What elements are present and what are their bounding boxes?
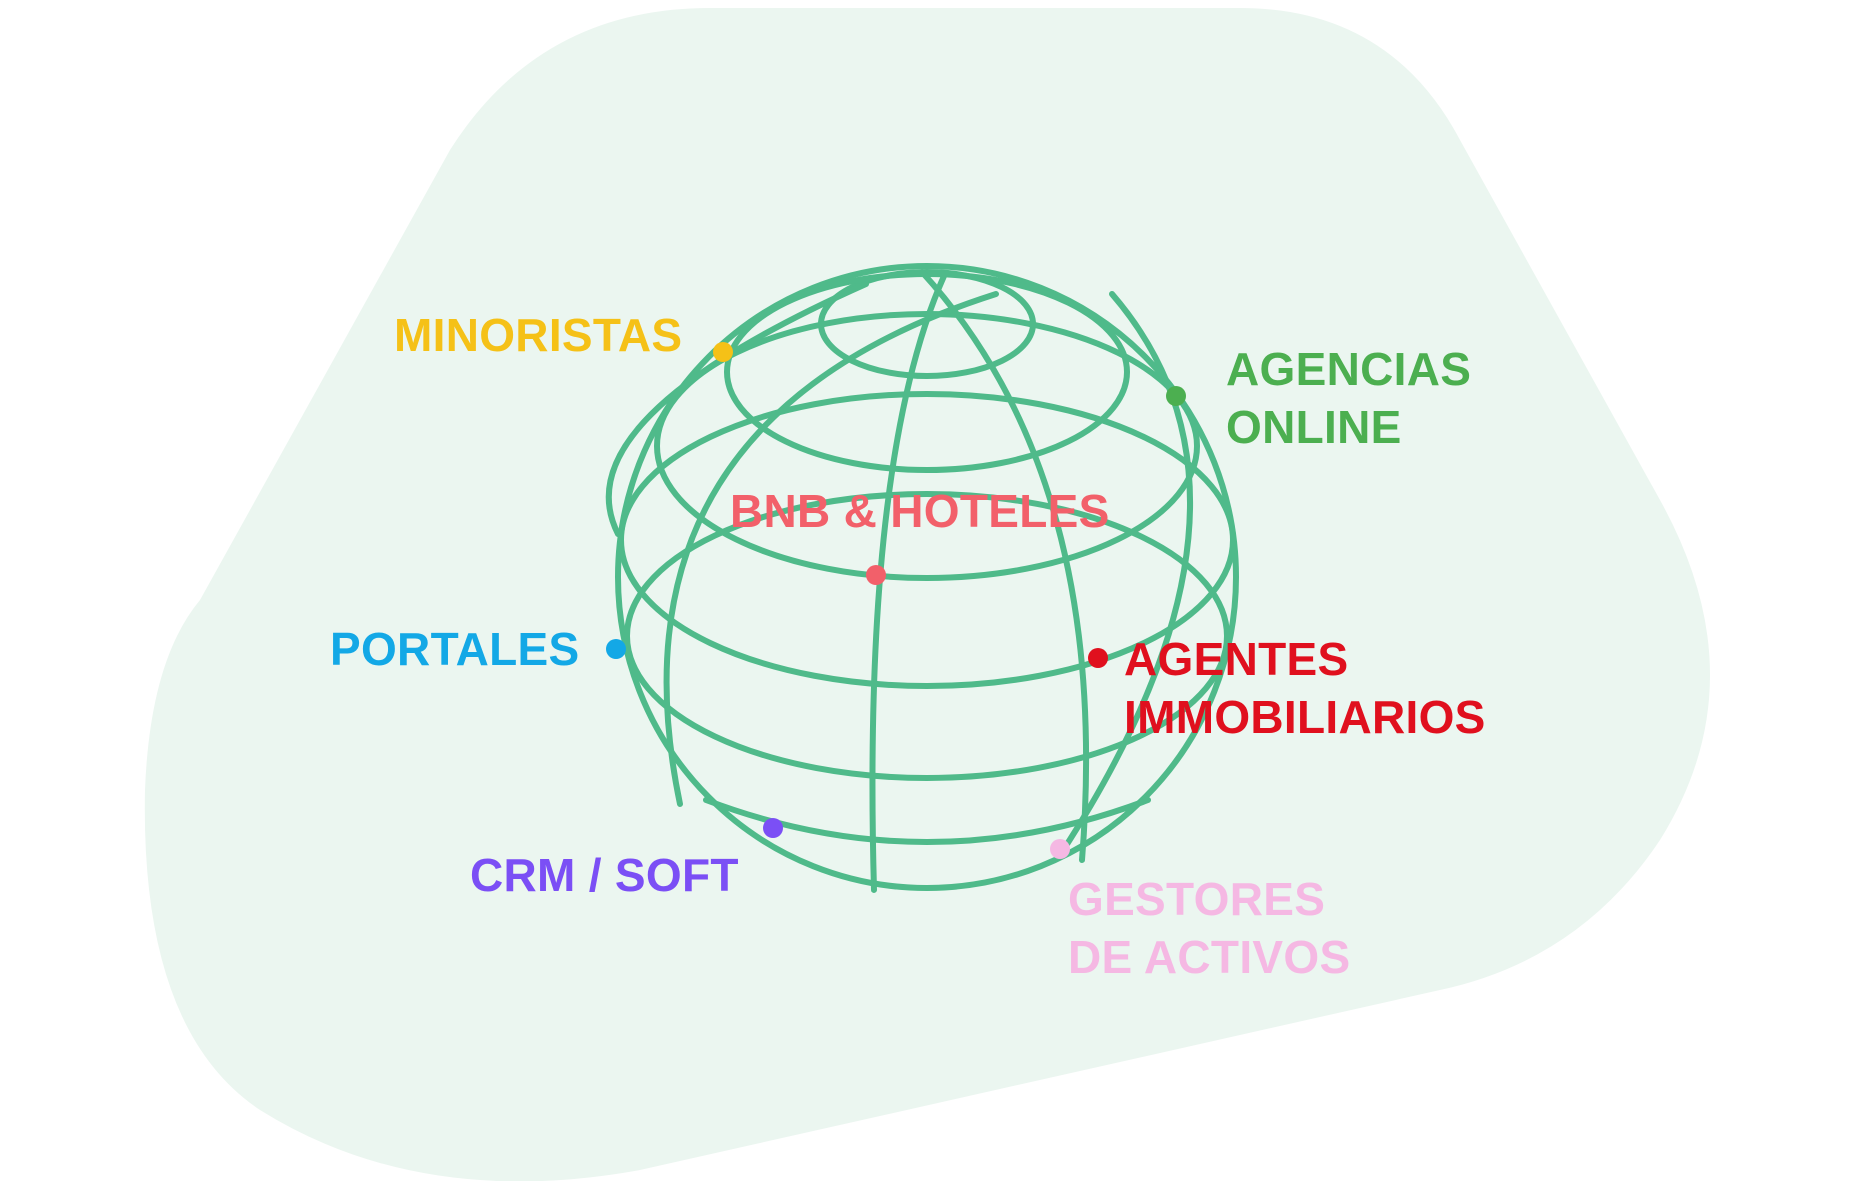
latitude-line-5 <box>624 491 1230 781</box>
longitude-line-5 <box>605 281 869 537</box>
label-gestores-de-activos: GESTORES DE ACTIVOS <box>1068 870 1350 986</box>
label-agencias-online-line-2: ONLINE <box>1226 401 1402 453</box>
label-crm-soft: CRM / SOFT <box>470 846 739 904</box>
dot-bnb-hoteles <box>866 565 886 585</box>
globe-outline <box>615 263 1239 891</box>
label-minoristas: MINORISTAS <box>394 306 682 364</box>
globe-icon <box>605 263 1239 893</box>
label-portales-line-1: PORTALES <box>330 623 580 675</box>
latitude-line-4 <box>618 391 1236 689</box>
dot-agencias-online <box>1166 386 1186 406</box>
label-gestores-de-activos-line-2: DE ACTIVOS <box>1068 931 1351 983</box>
label-agencias-online: AGENCIAS ONLINE <box>1226 340 1471 456</box>
label-agentes-immobiliarios-line-2: IMMOBILIARIOS <box>1124 691 1486 743</box>
longitude-line-2 <box>919 269 1090 863</box>
dot-agentes-immobiliarios <box>1088 648 1108 668</box>
center-label: BNB & HOTELES <box>730 482 1110 540</box>
label-gestores-de-activos-line-1: GESTORES <box>1068 873 1326 925</box>
background-shape <box>144 8 1710 1181</box>
dot-minoristas <box>713 342 733 362</box>
label-minoristas-line-1: MINORISTAS <box>394 309 683 361</box>
label-agentes-immobiliarios: AGENTES IMMOBILIARIOS <box>1124 630 1486 746</box>
dot-portales <box>606 639 626 659</box>
label-agentes-immobiliarios-line-1: AGENTES <box>1124 633 1349 685</box>
label-portales: PORTALES <box>330 620 579 678</box>
longitude-line-4 <box>1059 291 1193 855</box>
label-agencias-online-line-1: AGENCIAS <box>1226 343 1472 395</box>
marker-dots <box>606 342 1186 859</box>
longitude-line-3 <box>663 291 999 807</box>
center-label-text: BNB & HOTELES <box>730 485 1110 537</box>
latitude-line-6 <box>703 797 1151 845</box>
dot-gestores-de-activos <box>1050 839 1070 859</box>
longitude-line-1 <box>869 273 947 893</box>
dot-crm-soft <box>763 818 783 838</box>
label-crm-soft-line-1: CRM / SOFT <box>470 849 739 901</box>
